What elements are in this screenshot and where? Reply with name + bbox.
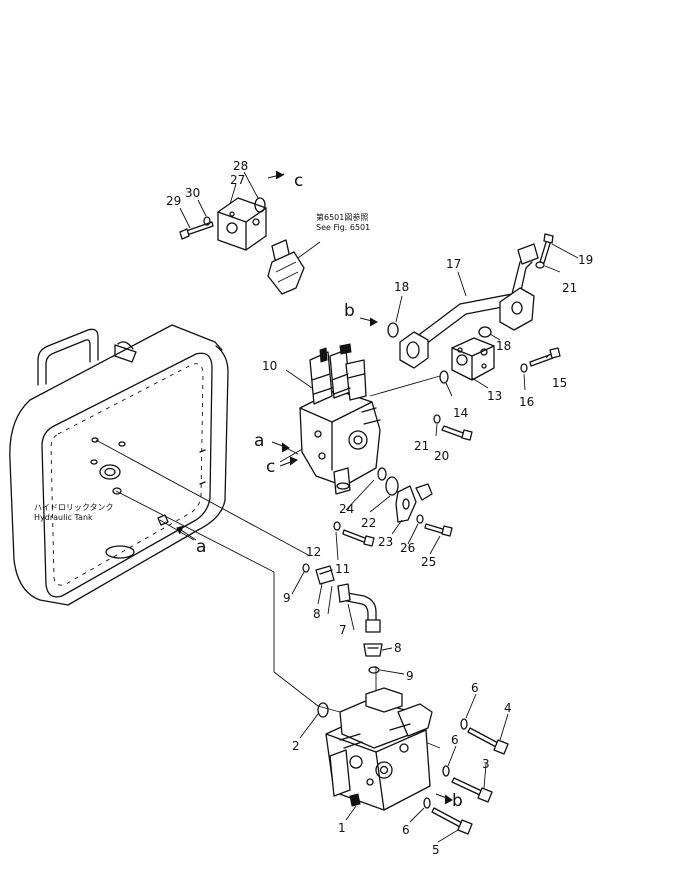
callout-15: 15 [552,376,567,390]
reference-arrows [176,317,453,805]
see-fig-note-jp: 第6501図参照 [316,212,368,222]
block-assembly-27 [179,170,321,295]
callout-28: 28 [233,159,248,173]
callout-2: 2 [292,739,300,753]
callout-5: 5 [432,843,440,857]
tube-7 [337,583,381,633]
callout-9-bottom: 9 [406,669,414,683]
ref-letter-a-tank: a [196,537,206,557]
callout-13: 13 [487,389,502,403]
reference-letters: a a b b c c [196,171,463,811]
callout-10: 10 [262,359,277,373]
callout-4: 4 [504,701,512,715]
callout-3: 3 [482,757,490,771]
callout-27: 27 [230,173,245,187]
bolt-20 [441,425,473,441]
o-ring-18-left [387,322,399,338]
callout-12: 12 [306,545,321,559]
washer-26 [416,514,424,524]
callout-30: 30 [185,186,200,200]
washer-12 [333,521,341,531]
callout-8-left: 8 [313,607,321,621]
washer-6-bottom [423,797,431,809]
ref-letter-a-valve: a [254,431,264,451]
bolt-5 [431,807,473,835]
callout-22: 22 [361,516,376,530]
callout-23: 23 [378,535,393,549]
callout-18-right: 18 [496,339,511,353]
callout-6-top: 6 [471,681,479,695]
o-ring-24 [377,467,387,481]
tank-label-jp: ハイドロリックタンク [34,503,114,512]
washer-21-top [535,261,545,269]
elbow-8-bottom [363,643,383,657]
callout-26: 26 [400,541,415,555]
o-ring-9-bottom [368,666,380,674]
callout-21-mid: 21 [414,439,429,453]
routing-lines [95,371,462,749]
elbow-8-left [315,565,335,585]
bolt-25 [424,523,453,537]
clamp-23 [395,483,433,523]
see-fig-note-en: See Fig. 6501 [316,223,370,232]
callout-19: 19 [578,253,593,267]
callout-21-top: 21 [562,281,577,295]
o-ring-14 [439,370,449,384]
bolt-19 [539,233,554,264]
pipe-17 [399,243,539,369]
tank-label-en: Hydraulic Tank [34,513,93,522]
o-ring-9-left [302,563,310,573]
flange-13 [451,337,495,381]
control-valve-10 [299,343,381,495]
washer-21-mid [433,414,441,424]
callout-numbers: 1 2 3 4 5 6 6 6 7 8 8 9 9 10 11 12 13 14… [166,159,593,857]
callout-17: 17 [446,257,461,271]
callout-6-mid: 6 [451,733,459,747]
callout-24: 24 [339,502,354,516]
washer-6-mid [442,765,450,777]
callout-6-bottom: 6 [402,823,410,837]
callout-16: 16 [519,395,534,409]
valve-assembly-1 [325,687,433,811]
callout-11: 11 [335,562,350,576]
plug-22 [385,476,399,496]
hydraulic-tank: ハイドロリックタンク Hydraulic Tank [9,324,229,606]
callout-8-bottom: 8 [394,641,402,655]
washer-16 [520,363,528,373]
callout-20: 20 [434,449,449,463]
callout-25: 25 [421,555,436,569]
callout-7: 7 [339,623,347,637]
bolt-3 [451,777,493,803]
ref-letter-b-bottom: b [452,791,463,811]
ref-letter-c-top: c [294,171,303,191]
ref-letter-b-top: b [344,301,355,321]
callout-9-left: 9 [283,591,291,605]
callout-29: 29 [166,194,181,208]
o-ring-18-right [478,326,492,338]
washer-6-top [460,718,468,730]
bolt-15 [529,347,561,367]
callout-18-left: 18 [394,280,409,294]
label-leaders [179,171,579,843]
bolt-11 [342,529,375,547]
callout-1: 1 [338,821,346,835]
callout-14: 14 [453,406,468,420]
bolt-4 [467,727,509,755]
ref-letter-c-valve: c [266,457,275,477]
o-ring-2 [317,702,329,718]
